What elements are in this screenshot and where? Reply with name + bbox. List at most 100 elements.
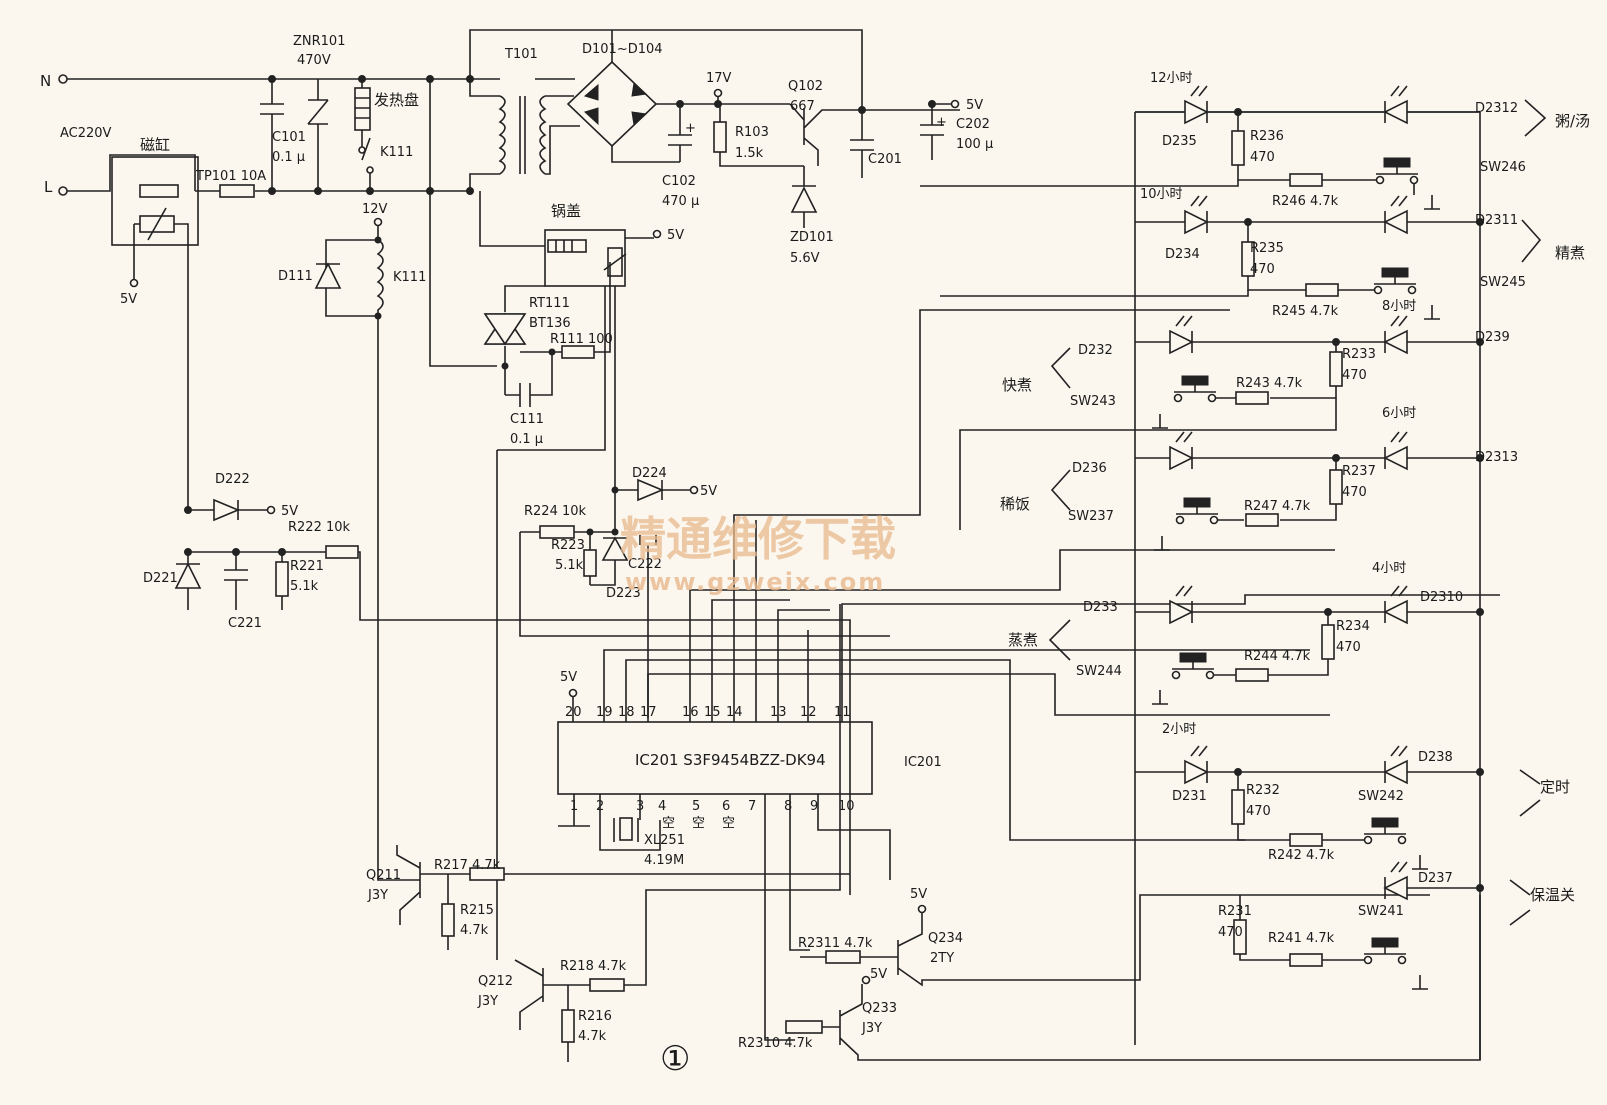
r232-name: R232 xyxy=(1246,783,1280,798)
r242-label: R242 4.7k xyxy=(1268,848,1335,863)
k111-contact-label: K111 xyxy=(380,145,413,160)
q211-type: J3Y xyxy=(367,888,388,903)
q102-value: 667 xyxy=(790,99,815,114)
zd101-value: 5.6V xyxy=(790,251,820,266)
r224-label: R224 10k xyxy=(524,504,587,519)
r235-value: 470 xyxy=(1250,262,1275,277)
r244-label: R244 4.7k xyxy=(1244,649,1311,664)
r217 xyxy=(469,867,505,881)
push-switch[interactable] xyxy=(1363,817,1407,845)
push-switch[interactable] xyxy=(1173,375,1217,403)
resistor xyxy=(1329,469,1343,505)
r111-label: R111 100 xyxy=(550,332,613,347)
h12-label: 12小时 xyxy=(1150,71,1193,86)
resistor xyxy=(1231,130,1245,166)
resistor xyxy=(1289,833,1323,847)
nc-2: 空 xyxy=(692,816,705,831)
r237-value: 470 xyxy=(1342,485,1367,500)
push-switch[interactable] xyxy=(1171,652,1215,680)
led xyxy=(1383,745,1408,785)
d222-label: D222 xyxy=(215,472,250,487)
resistor xyxy=(1233,919,1247,955)
r233-value: 470 xyxy=(1342,368,1367,383)
d222 xyxy=(213,498,241,522)
r246-label: R246 4.7k xyxy=(1272,194,1339,209)
push-switch[interactable] xyxy=(1373,267,1417,295)
d234-label: D234 xyxy=(1165,247,1200,262)
q233-v: 5V xyxy=(870,967,887,982)
r237-name: R237 xyxy=(1342,464,1376,479)
c202-value: 100 μ xyxy=(956,137,993,152)
led xyxy=(1383,315,1408,355)
r231-name: R231 xyxy=(1218,904,1252,919)
mains-section: N L AC220V 磁缸 5V TP101 10A C101 0.1 μ ZN… xyxy=(40,29,863,556)
r245-label: R245 4.7k xyxy=(1272,304,1339,319)
xtal-xl251 xyxy=(619,817,633,841)
r231-value: 470 xyxy=(1218,925,1243,940)
control-panel: 12小时 D235 R236 470 D2312 粥/汤 SW246 R246 … xyxy=(920,71,1590,1060)
led xyxy=(1383,861,1408,901)
power-supply: T101 D101~D104 + C102 470 μ 17V R103 1.5… xyxy=(469,30,993,266)
ic-pin-10: 10 xyxy=(838,799,855,814)
h8-label: 8小时 xyxy=(1382,299,1416,314)
relay-k111: 12V D111 K111 xyxy=(278,202,426,881)
sw237-label: SW237 xyxy=(1068,509,1114,524)
zhou-label: 粥/汤 xyxy=(1555,112,1590,130)
n-terminal xyxy=(58,74,68,84)
c111-value: 0.1 μ xyxy=(510,432,543,447)
svg-text:+: + xyxy=(936,115,947,130)
resistor xyxy=(1235,668,1269,682)
r2311-label: R2311 4.7k xyxy=(798,936,873,951)
r232-value: 470 xyxy=(1246,804,1271,819)
t101-primary xyxy=(498,95,506,175)
c101-value: 0.1 μ xyxy=(272,150,305,165)
push-switch[interactable] xyxy=(1363,937,1407,965)
heater-plate xyxy=(354,87,371,131)
ic201-label: IC201 S3F9454BZZ-DK94 xyxy=(635,751,826,769)
znr-name: ZNR101 xyxy=(293,34,345,49)
xtal-value: 4.19M xyxy=(644,853,684,868)
out5v-label: 5V xyxy=(966,98,983,113)
led xyxy=(1383,431,1408,471)
ic-pin-4: 4 xyxy=(658,799,666,814)
r221-value: 5.1k xyxy=(290,579,319,594)
r236-value: 470 xyxy=(1250,150,1275,165)
r2311 xyxy=(825,950,861,964)
c202-name: C202 xyxy=(956,117,990,132)
d233-label: D233 xyxy=(1083,600,1118,615)
driver-transistors: Q211 J3Y R217 4.7k R215 4.7k Q212 J3Y R2… xyxy=(366,604,1481,1079)
d236-label: D236 xyxy=(1072,461,1107,476)
dingshi-label: 定时 xyxy=(1540,778,1570,796)
xifan-label: 稀饭 xyxy=(1000,495,1030,513)
ac-label: AC220V xyxy=(60,126,112,141)
r223 xyxy=(583,549,597,577)
resistor xyxy=(1245,513,1279,527)
r2310 xyxy=(785,1020,823,1034)
d2313-label: D2313 xyxy=(1475,450,1518,465)
q234-type: 2TY xyxy=(930,951,954,966)
lid-and-triac: 锅盖 5V RT111 BT136 R111 100 C111 0.1 μ xyxy=(479,191,684,960)
d222-5v: 5V xyxy=(281,504,298,519)
led xyxy=(1184,85,1209,125)
push-switch[interactable] xyxy=(1375,157,1419,185)
watermark-url: www.gzweix.com xyxy=(625,568,885,596)
zd101-name: ZD101 xyxy=(790,230,834,245)
push-switch[interactable] xyxy=(1175,497,1219,525)
resistor xyxy=(1329,351,1343,387)
sw246-label: SW246 xyxy=(1480,160,1526,175)
d2312-label: D2312 xyxy=(1475,101,1518,116)
led xyxy=(1169,585,1194,625)
ic201-body xyxy=(557,721,873,795)
fuse-tp101 xyxy=(219,184,255,198)
nc-1: 空 xyxy=(662,816,675,831)
ic-5v: 5V xyxy=(560,670,577,685)
resistor xyxy=(1231,789,1245,825)
r222-label: R222 10k xyxy=(288,520,351,535)
resistor xyxy=(1289,173,1323,187)
sw241-label: SW241 xyxy=(1358,904,1404,919)
kuaizhu-label: 快煮 xyxy=(1002,376,1032,394)
k111-label: K111 xyxy=(393,270,426,285)
nc-3: 空 xyxy=(722,816,735,831)
